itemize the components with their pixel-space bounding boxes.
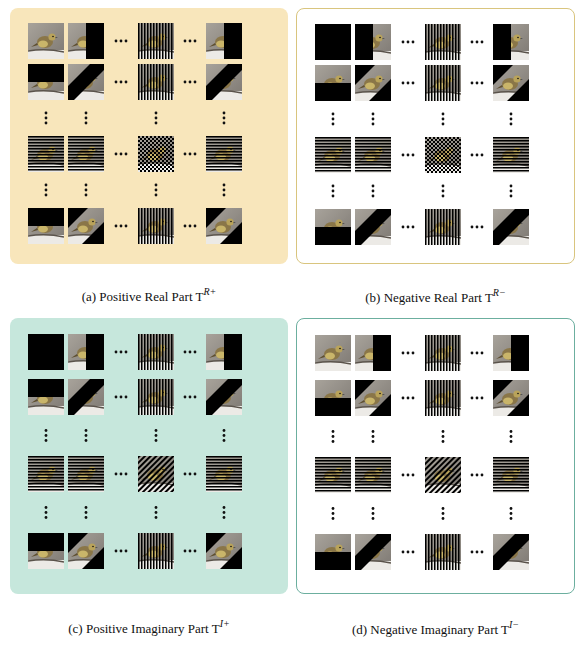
panel-box: (c) Positive Imaginary Part TI+ bbox=[10, 318, 288, 594]
caption-superscript: I+ bbox=[220, 618, 230, 629]
panel-box: (a) Positive Real Part TR+ bbox=[10, 8, 288, 264]
thumbnail-grid bbox=[297, 319, 573, 592]
panel-box: (d) Negative Imaginary Part TI− bbox=[296, 318, 575, 594]
caption-superscript: I− bbox=[509, 619, 519, 630]
thumbnail-grid bbox=[10, 318, 285, 591]
caption-superscript: R− bbox=[493, 287, 506, 298]
panel-box: (b) Negative Real Part TR− bbox=[296, 8, 575, 264]
panel-caption: (a) Positive Real Part TR+ bbox=[0, 286, 308, 305]
caption-text: (d) Negative Imaginary Part T bbox=[352, 622, 509, 637]
panel-caption: (d) Negative Imaginary Part TI− bbox=[277, 619, 584, 638]
panel-caption: (c) Positive Imaginary Part TI+ bbox=[0, 618, 308, 637]
panel-caption: (b) Negative Real Part TR− bbox=[277, 287, 584, 306]
caption-text: (a) Positive Real Part T bbox=[82, 289, 204, 304]
caption-superscript: R+ bbox=[203, 286, 216, 297]
thumbnail-grid bbox=[10, 8, 285, 261]
caption-text: (c) Positive Imaginary Part T bbox=[68, 621, 219, 636]
caption-text: (b) Negative Real Part T bbox=[365, 290, 493, 305]
thumbnail-grid bbox=[297, 9, 573, 262]
